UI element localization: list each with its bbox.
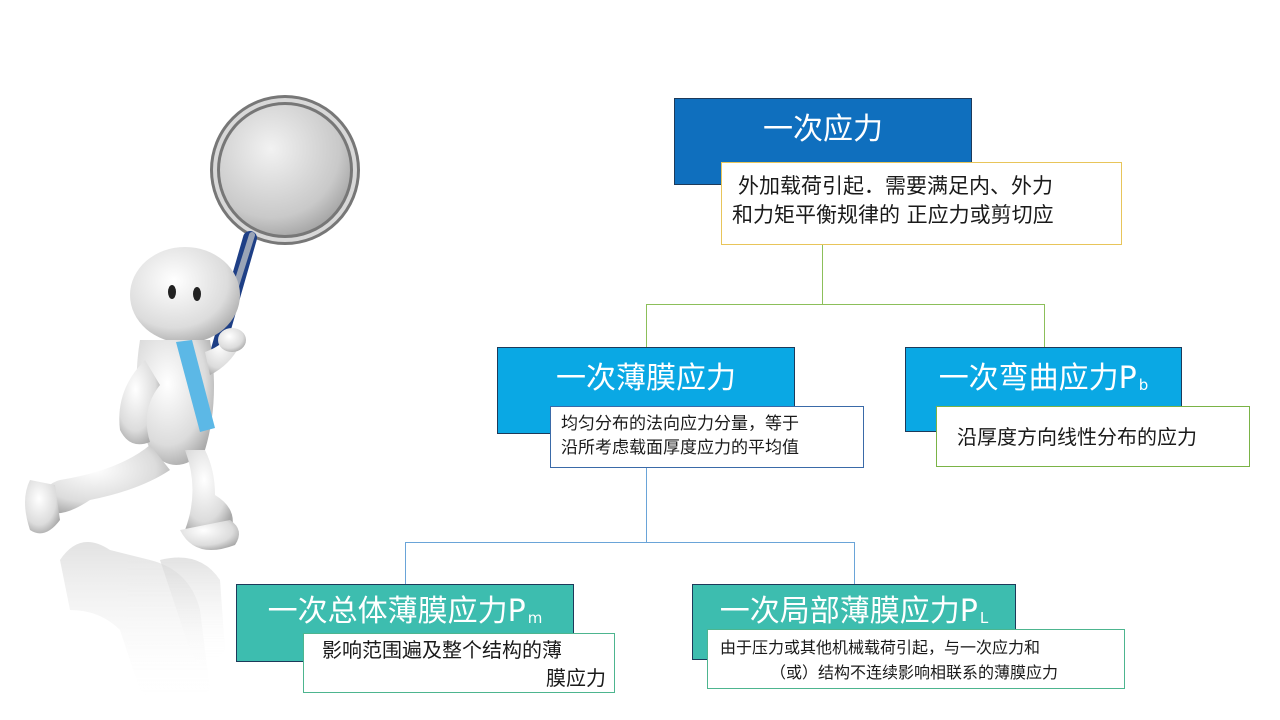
node-membrane-desc-line1: 均匀分布的法向应力分量，等于 (561, 414, 799, 434)
connector-primary-horizontal (646, 304, 1045, 305)
node-general-membrane-desc-line2: 膜应力 (546, 666, 606, 690)
connector-to-bending (1044, 304, 1045, 347)
node-membrane-title: 一次薄膜应力 (556, 361, 736, 396)
connector-to-membrane (646, 304, 647, 347)
node-bending-title: 一次弯曲应力P (938, 361, 1137, 396)
node-local-membrane-subscript: L (979, 609, 989, 627)
node-primary-desc-line2: 和力矩平衡规律的 正应力或剪切应 (732, 203, 1054, 227)
node-primary-desc: 外加载荷引起．需要满足内、外力 和力矩平衡规律的 正应力或剪切应 (721, 162, 1122, 245)
node-local-membrane-desc-line1: 由于压力或其他机械载荷引起，与一次应力和 (720, 638, 1041, 657)
reflection-icon (60, 542, 225, 705)
node-primary-desc-line1: 外加载荷引起．需要满足内、外力 (738, 174, 1053, 198)
node-primary-title: 一次应力 (763, 112, 883, 147)
node-membrane-desc-line2: 沿所考虑载面厚度应力的平均值 (561, 438, 799, 458)
connector-membrane-horizontal (405, 542, 855, 543)
node-membrane-desc: 均匀分布的法向应力分量，等于 沿所考虑载面厚度应力的平均值 (550, 406, 864, 468)
connector-to-local-membrane (854, 542, 855, 584)
node-general-membrane-subscript: m (527, 609, 543, 627)
connector-membrane-down (646, 468, 647, 542)
magnifier-icon (208, 95, 360, 367)
node-general-membrane-desc-line1: 影响范围遍及整个结构的薄 (322, 638, 562, 662)
node-local-membrane-desc-line2: （或）结构不连续影响相联系的薄膜应力 (770, 663, 1059, 682)
node-local-membrane-title: 一次局部薄膜应力P (719, 594, 978, 629)
connector-to-general-membrane (405, 542, 406, 584)
person-icon (25, 247, 246, 550)
magnifier-person-illustration (25, 95, 360, 705)
node-bending-desc: 沿厚度方向线性分布的应力 (936, 406, 1250, 467)
node-general-membrane-desc: 影响范围遍及整个结构的薄 膜应力 (303, 633, 615, 693)
node-bending-subscript: b (1138, 376, 1149, 394)
node-local-membrane-desc: 由于压力或其他机械载荷引起，与一次应力和 （或）结构不连续影响相联系的薄膜应力 (707, 629, 1125, 689)
node-general-membrane-title: 一次总体薄膜应力P (267, 594, 526, 629)
connector-primary-down (822, 245, 823, 304)
node-bending-desc-text: 沿厚度方向线性分布的应力 (957, 425, 1197, 449)
